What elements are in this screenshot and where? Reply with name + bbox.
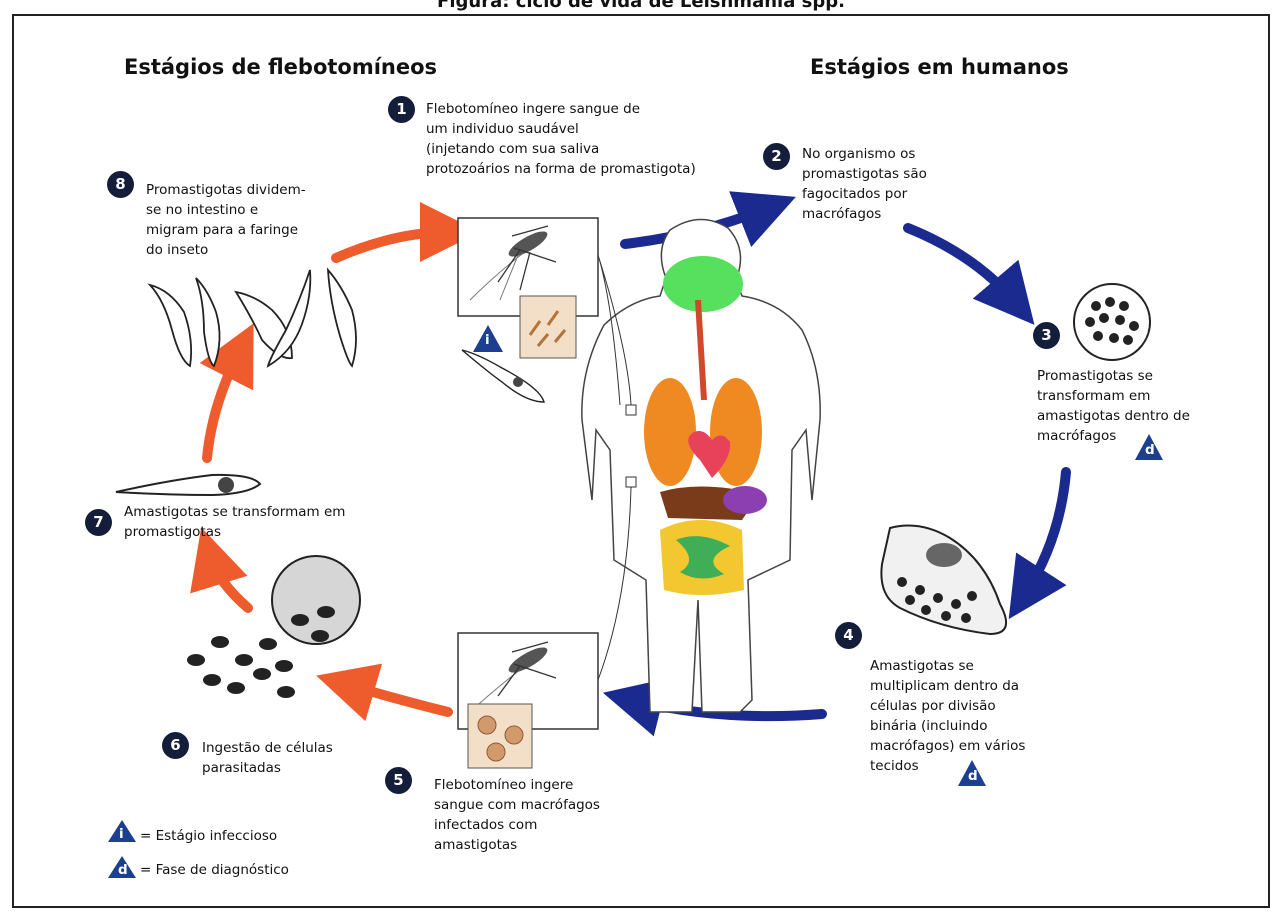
human-body-illustration <box>582 219 820 712</box>
step-badge-1: 1 <box>388 96 415 123</box>
step-badge-6: 6 <box>162 732 189 759</box>
step-label-7: Amastigotas se transformam em promastigo… <box>124 502 345 542</box>
arrow-7-to-8 <box>207 350 240 458</box>
step-label-2: No organismo os promastigotas são fagoci… <box>802 144 927 224</box>
step-label-5: Flebotomíneo ingere sangue com macrófago… <box>434 775 600 855</box>
legend-diagnostic-label: = Fase de diagnóstico <box>140 860 289 880</box>
human-stages-heading: Estágios em humanos <box>810 55 1069 79</box>
sandfly-feeding-panel-5 <box>458 633 598 768</box>
arrow-6-to-7 <box>210 556 248 608</box>
step-badge-8: 8 <box>107 171 134 198</box>
vector-stages-heading: Estágios de flebotomíneos <box>124 55 437 79</box>
amastigote-transforming-illustration <box>116 475 260 495</box>
arrow-3-to-4 <box>1025 472 1066 594</box>
infective-marker-letter: i <box>485 330 490 350</box>
step-label-8: Promastigotas dividem- se no intestino e… <box>146 180 306 260</box>
step-label-3: Promastigotas se transformam em amastigo… <box>1037 366 1190 446</box>
step-label-4: Amastigotas se multiplicam dentro da cél… <box>870 656 1025 776</box>
stomach <box>723 486 767 514</box>
arrow-5-to-6 <box>345 684 448 712</box>
step-badge-7: 7 <box>85 509 112 536</box>
parasitized-cells-illustration <box>187 556 360 698</box>
legend-infective-letter: i <box>119 824 124 844</box>
step-label-1: Flebotomíneo ingere sangue de um individ… <box>426 99 696 179</box>
left-lung <box>644 378 696 486</box>
infected-cell-illustration <box>881 526 1006 634</box>
arrow-8-to-1 <box>336 232 450 258</box>
step-badge-3: 3 <box>1033 322 1060 349</box>
dividing-promastigotes-illustration <box>150 270 356 366</box>
macrophage-illustration <box>1074 284 1150 360</box>
step-badge-4: 4 <box>835 622 862 649</box>
arrow-2-to-3 <box>908 228 1015 302</box>
legend-infective-label: = Estágio infeccioso <box>140 826 277 846</box>
step-badge-2: 2 <box>763 143 790 170</box>
legend-diagnostic-letter: d <box>118 860 128 880</box>
step-label-6: Ingestão de células parasitadas <box>202 738 333 778</box>
brain <box>663 256 743 312</box>
step-badge-5: 5 <box>385 767 412 794</box>
sandfly-feeding-panel-1 <box>458 218 598 358</box>
